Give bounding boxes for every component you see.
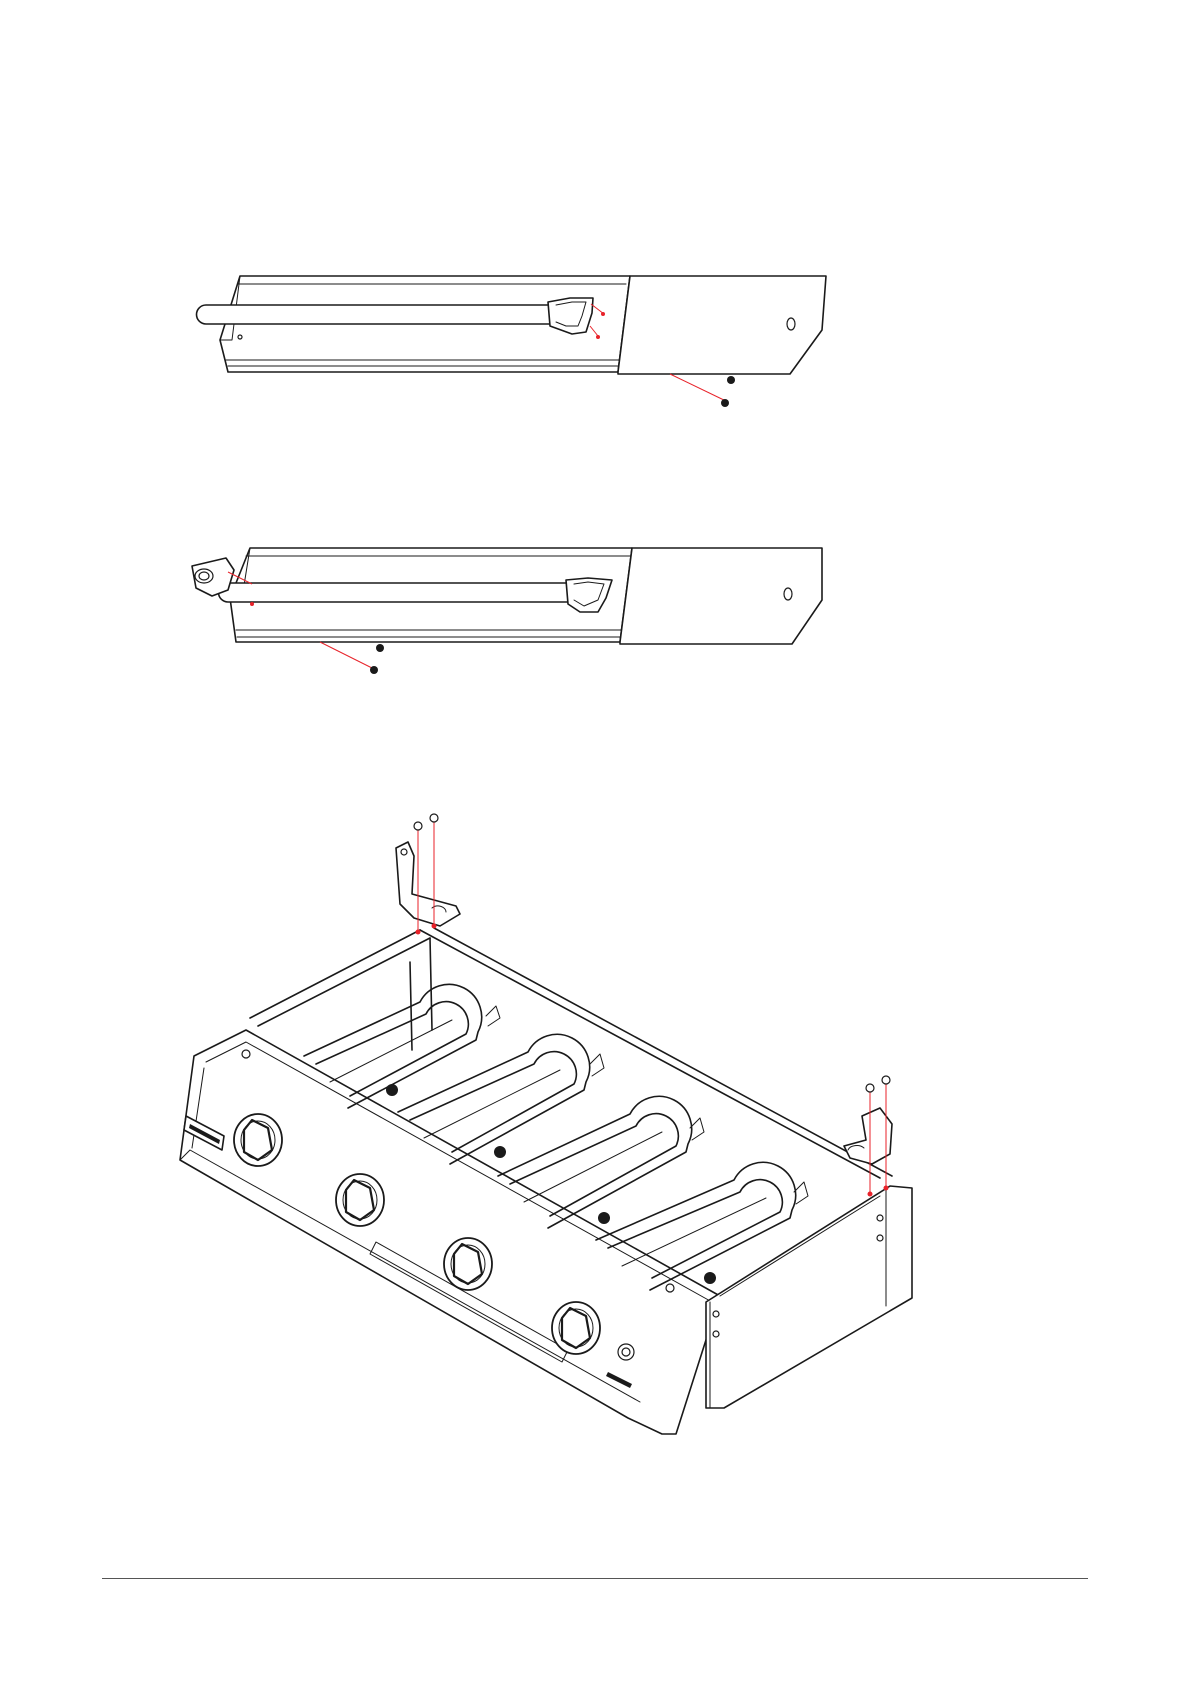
control-knob-icon [552, 1302, 600, 1354]
valve-icon [494, 1146, 506, 1158]
screw-icon [320, 642, 384, 674]
control-knob-icon [234, 1114, 282, 1166]
shelf-assembly-top [197, 276, 827, 407]
burner-box-assembly [180, 814, 912, 1434]
valve-icon [386, 1084, 398, 1096]
mounting-bracket-right [844, 1076, 892, 1197]
handle-bracket-icon [844, 1108, 892, 1164]
igniter-button-icon [618, 1344, 634, 1360]
shelf-hole [238, 335, 242, 339]
footer-rule [102, 1578, 1088, 1579]
control-knob-icon [444, 1238, 492, 1290]
shelf-assembly-middle [192, 548, 822, 674]
shelf-hole [784, 588, 792, 600]
handle-rod [219, 583, 575, 602]
shelf-hole [787, 318, 795, 330]
valve-icon [598, 1212, 610, 1224]
valve-icon [704, 1272, 716, 1284]
control-knob-icon [336, 1174, 384, 1226]
mounting-bracket-left [396, 814, 460, 935]
